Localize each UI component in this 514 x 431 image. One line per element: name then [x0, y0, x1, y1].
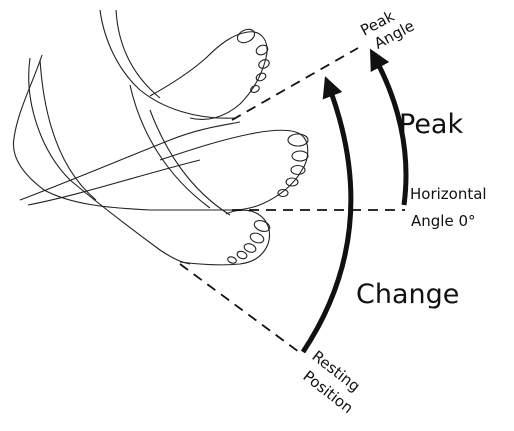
change-arrow [303, 84, 351, 352]
peak-label: Peak [399, 109, 463, 140]
horizontal-angle-label: Horizontal Angle 0° [410, 185, 487, 230]
resting-position-line [180, 264, 303, 355]
change-label: Change [356, 279, 459, 310]
foot-bottom [180, 210, 271, 265]
foot-top [150, 27, 271, 120]
svg-text:Angle 0°: Angle 0° [411, 212, 476, 230]
peak-angle-label: Peak Angle [357, 1, 417, 56]
resting-position-label: Resting Position [300, 347, 364, 417]
leg-outlines [13, 10, 240, 264]
svg-text:Horizontal: Horizontal [410, 185, 487, 203]
